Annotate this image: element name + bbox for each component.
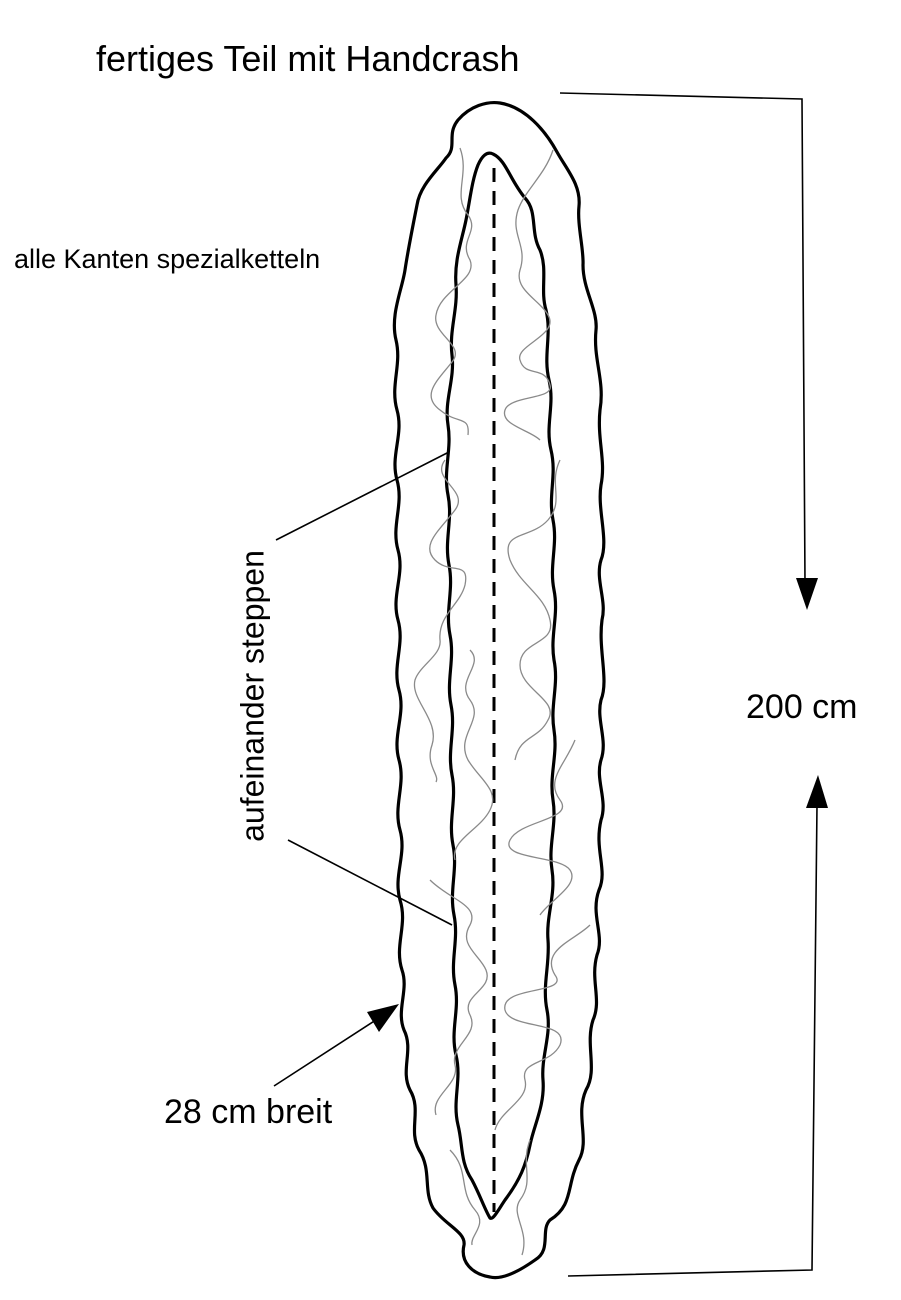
length-label: 200 cm bbox=[746, 688, 858, 726]
quilt-note-label: aufeinander steppen bbox=[234, 550, 271, 842]
diagram-title: fertiges Teil mit Handcrash bbox=[96, 38, 520, 79]
width-arrow-line bbox=[273, 1015, 383, 1087]
length-arrowhead-up bbox=[806, 775, 828, 808]
inner-outline bbox=[444, 151, 558, 1220]
width-label: 28 cm breit bbox=[164, 1093, 333, 1131]
length-dimension-bottom bbox=[567, 804, 818, 1277]
quilt-leader-line-top bbox=[275, 451, 450, 541]
quilt-leader-line-bottom bbox=[287, 839, 453, 926]
outer-outline bbox=[392, 100, 606, 1280]
length-dimension-top bbox=[559, 92, 806, 584]
width-arrowhead bbox=[367, 1004, 399, 1032]
edge-note-label: alle Kanten spezialketteln bbox=[14, 244, 321, 274]
length-arrowhead-down bbox=[796, 578, 818, 610]
crinkle-texture bbox=[413, 147, 591, 1256]
